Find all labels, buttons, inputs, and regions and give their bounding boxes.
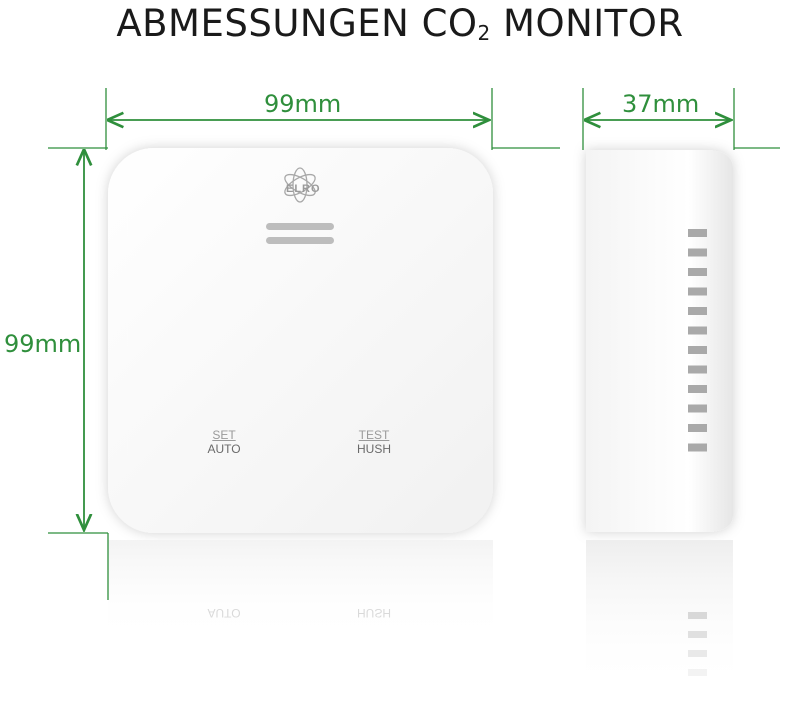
side-vent-slot [688, 385, 707, 393]
depth-label: 37mm [622, 90, 700, 118]
side-vent-slot [688, 287, 707, 296]
device-front-body [108, 148, 493, 533]
front-reflection-shape [108, 540, 493, 640]
page-title: ABMESSUNGEN CO2 MONITOR [0, 2, 800, 45]
side-vent-slot [688, 404, 707, 413]
device-front-view [108, 148, 493, 533]
test-hush-button: TEST HUSH [344, 428, 404, 456]
width-label: 99mm [264, 90, 342, 118]
reflection-auto-label: AUTO [207, 606, 241, 620]
title-main: ABMESSUNGEN CO [116, 2, 478, 45]
hush-label: HUSH [356, 442, 391, 456]
side-reflection-shape [586, 540, 733, 690]
device-front-reflection [108, 540, 493, 640]
device-side-body [586, 150, 733, 532]
device-side-view [586, 150, 733, 532]
width-dimension [105, 88, 560, 150]
side-vent-slot [688, 307, 707, 315]
side-vent-slot [688, 229, 707, 237]
set-label: SET [212, 428, 236, 442]
side-vent-slot-reflection [688, 631, 707, 638]
test-label: TEST [358, 428, 390, 442]
side-vent-slots-reflection [688, 612, 707, 676]
side-vent-slots [688, 229, 707, 452]
side-vent-slot-reflection [688, 612, 707, 619]
depth-dimension [582, 88, 780, 150]
auto-label: AUTO [207, 442, 241, 456]
title-subscript: 2 [477, 21, 491, 45]
side-vent-slot [688, 443, 707, 452]
device-side-reflection [586, 540, 733, 690]
vent-slot-top [266, 223, 334, 230]
side-vent-slot [688, 268, 707, 276]
title-suffix: MONITOR [490, 2, 684, 45]
side-vent-slot [688, 326, 707, 335]
set-auto-button: SET AUTO [194, 428, 254, 456]
side-vent-slot [688, 346, 707, 354]
side-vent-slot [688, 365, 707, 374]
brand-logo-text: ELRO [286, 183, 321, 195]
reflection-hush-label: HUSH [356, 606, 391, 620]
side-vent-slot [688, 248, 707, 257]
side-vent-slot-reflection [688, 669, 707, 676]
vent-slot-bottom [266, 237, 334, 244]
height-label: 99mm [4, 330, 82, 358]
elro-logo-icon [284, 167, 316, 203]
side-vent-slot [688, 424, 707, 432]
side-vent-slot-reflection [688, 650, 707, 657]
height-dimension [48, 147, 109, 600]
